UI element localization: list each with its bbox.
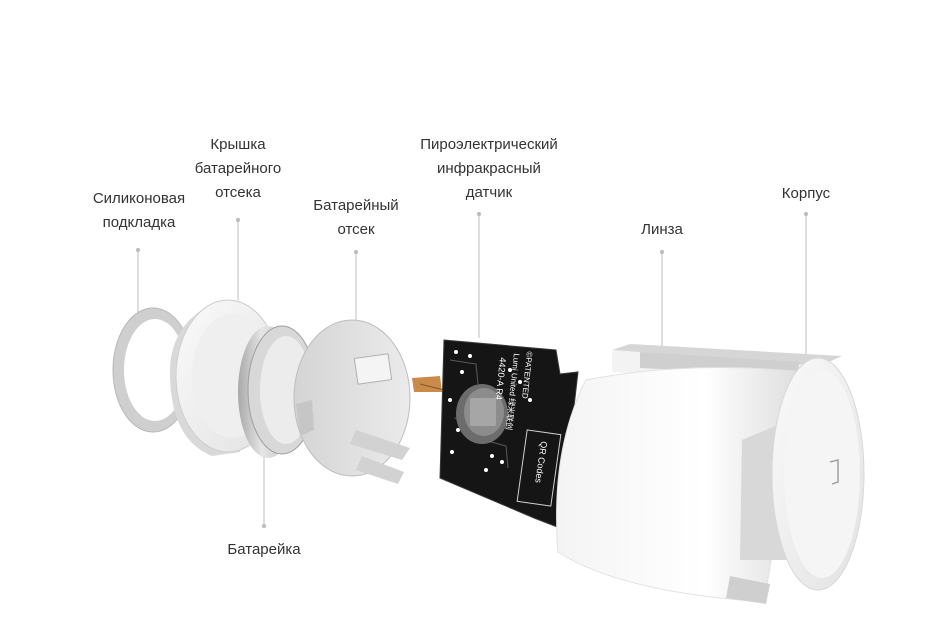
label-silicone-pad: Силиконовая подкладка bbox=[92, 190, 186, 231]
label-battery-cover: Крышка батарейного отсека bbox=[194, 136, 282, 201]
label-battery: Батарейка bbox=[227, 541, 301, 558]
label-lens: Линза bbox=[641, 221, 683, 238]
housing-part bbox=[556, 357, 865, 604]
label-housing: Корпус bbox=[781, 185, 831, 202]
label-battery-compartment: Батарейный отсек bbox=[313, 197, 399, 238]
leader-lines bbox=[135, 211, 809, 529]
battery-compartment-part bbox=[293, 319, 445, 484]
label-pir-sensor: Пироэлектрический инфракрасный датчик bbox=[420, 136, 558, 201]
mi-logo-icon bbox=[829, 459, 839, 485]
